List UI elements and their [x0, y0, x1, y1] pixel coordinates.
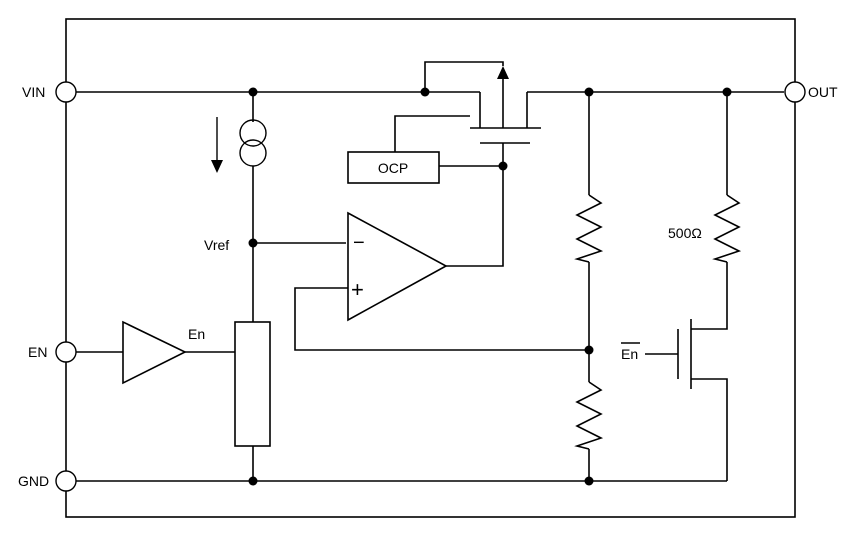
resistor-value-label: 500Ω	[668, 225, 702, 241]
discharge-transistor	[645, 319, 692, 389]
vin-pin: VIN	[22, 81, 77, 103]
amp-output-wire	[446, 166, 504, 267]
discharge-resistor	[712, 194, 742, 263]
en-pin-label: EN	[28, 344, 47, 360]
vin-label: VIN	[22, 84, 45, 100]
ocp-block	[347, 151, 440, 184]
discharge-source-wire	[691, 378, 728, 481]
pass-transistor	[470, 66, 541, 166]
current-direction-arrow	[211, 117, 223, 173]
reference-block	[234, 321, 271, 447]
current-source	[239, 92, 267, 322]
junction-dots	[248, 87, 732, 486]
gnd-pin: GND	[18, 470, 77, 492]
error-amplifier	[347, 211, 448, 322]
package-outline	[65, 18, 796, 518]
en-signal-label: En	[188, 326, 205, 342]
divider-upper-resistor	[574, 194, 604, 263]
divider-lower-resistor	[574, 381, 604, 450]
feedback-wire	[294, 287, 589, 351]
gnd-label: GND	[18, 473, 49, 489]
amp-inverting-symbol: −	[353, 232, 365, 254]
en-bar-label: En	[621, 346, 638, 362]
vref-label: Vref	[204, 237, 229, 253]
ocp-sense-wire	[394, 115, 470, 152]
ocp-label: OCP	[378, 160, 408, 176]
out-label: OUT	[808, 84, 838, 100]
out-pin: OUT	[784, 81, 838, 103]
amp-noninverting-symbol: +	[351, 277, 364, 302]
bulk-loop-wire	[424, 61, 504, 92]
en-pin: EN	[28, 341, 77, 363]
discharge-drain-wire	[691, 262, 728, 330]
enable-buffer	[122, 320, 187, 385]
